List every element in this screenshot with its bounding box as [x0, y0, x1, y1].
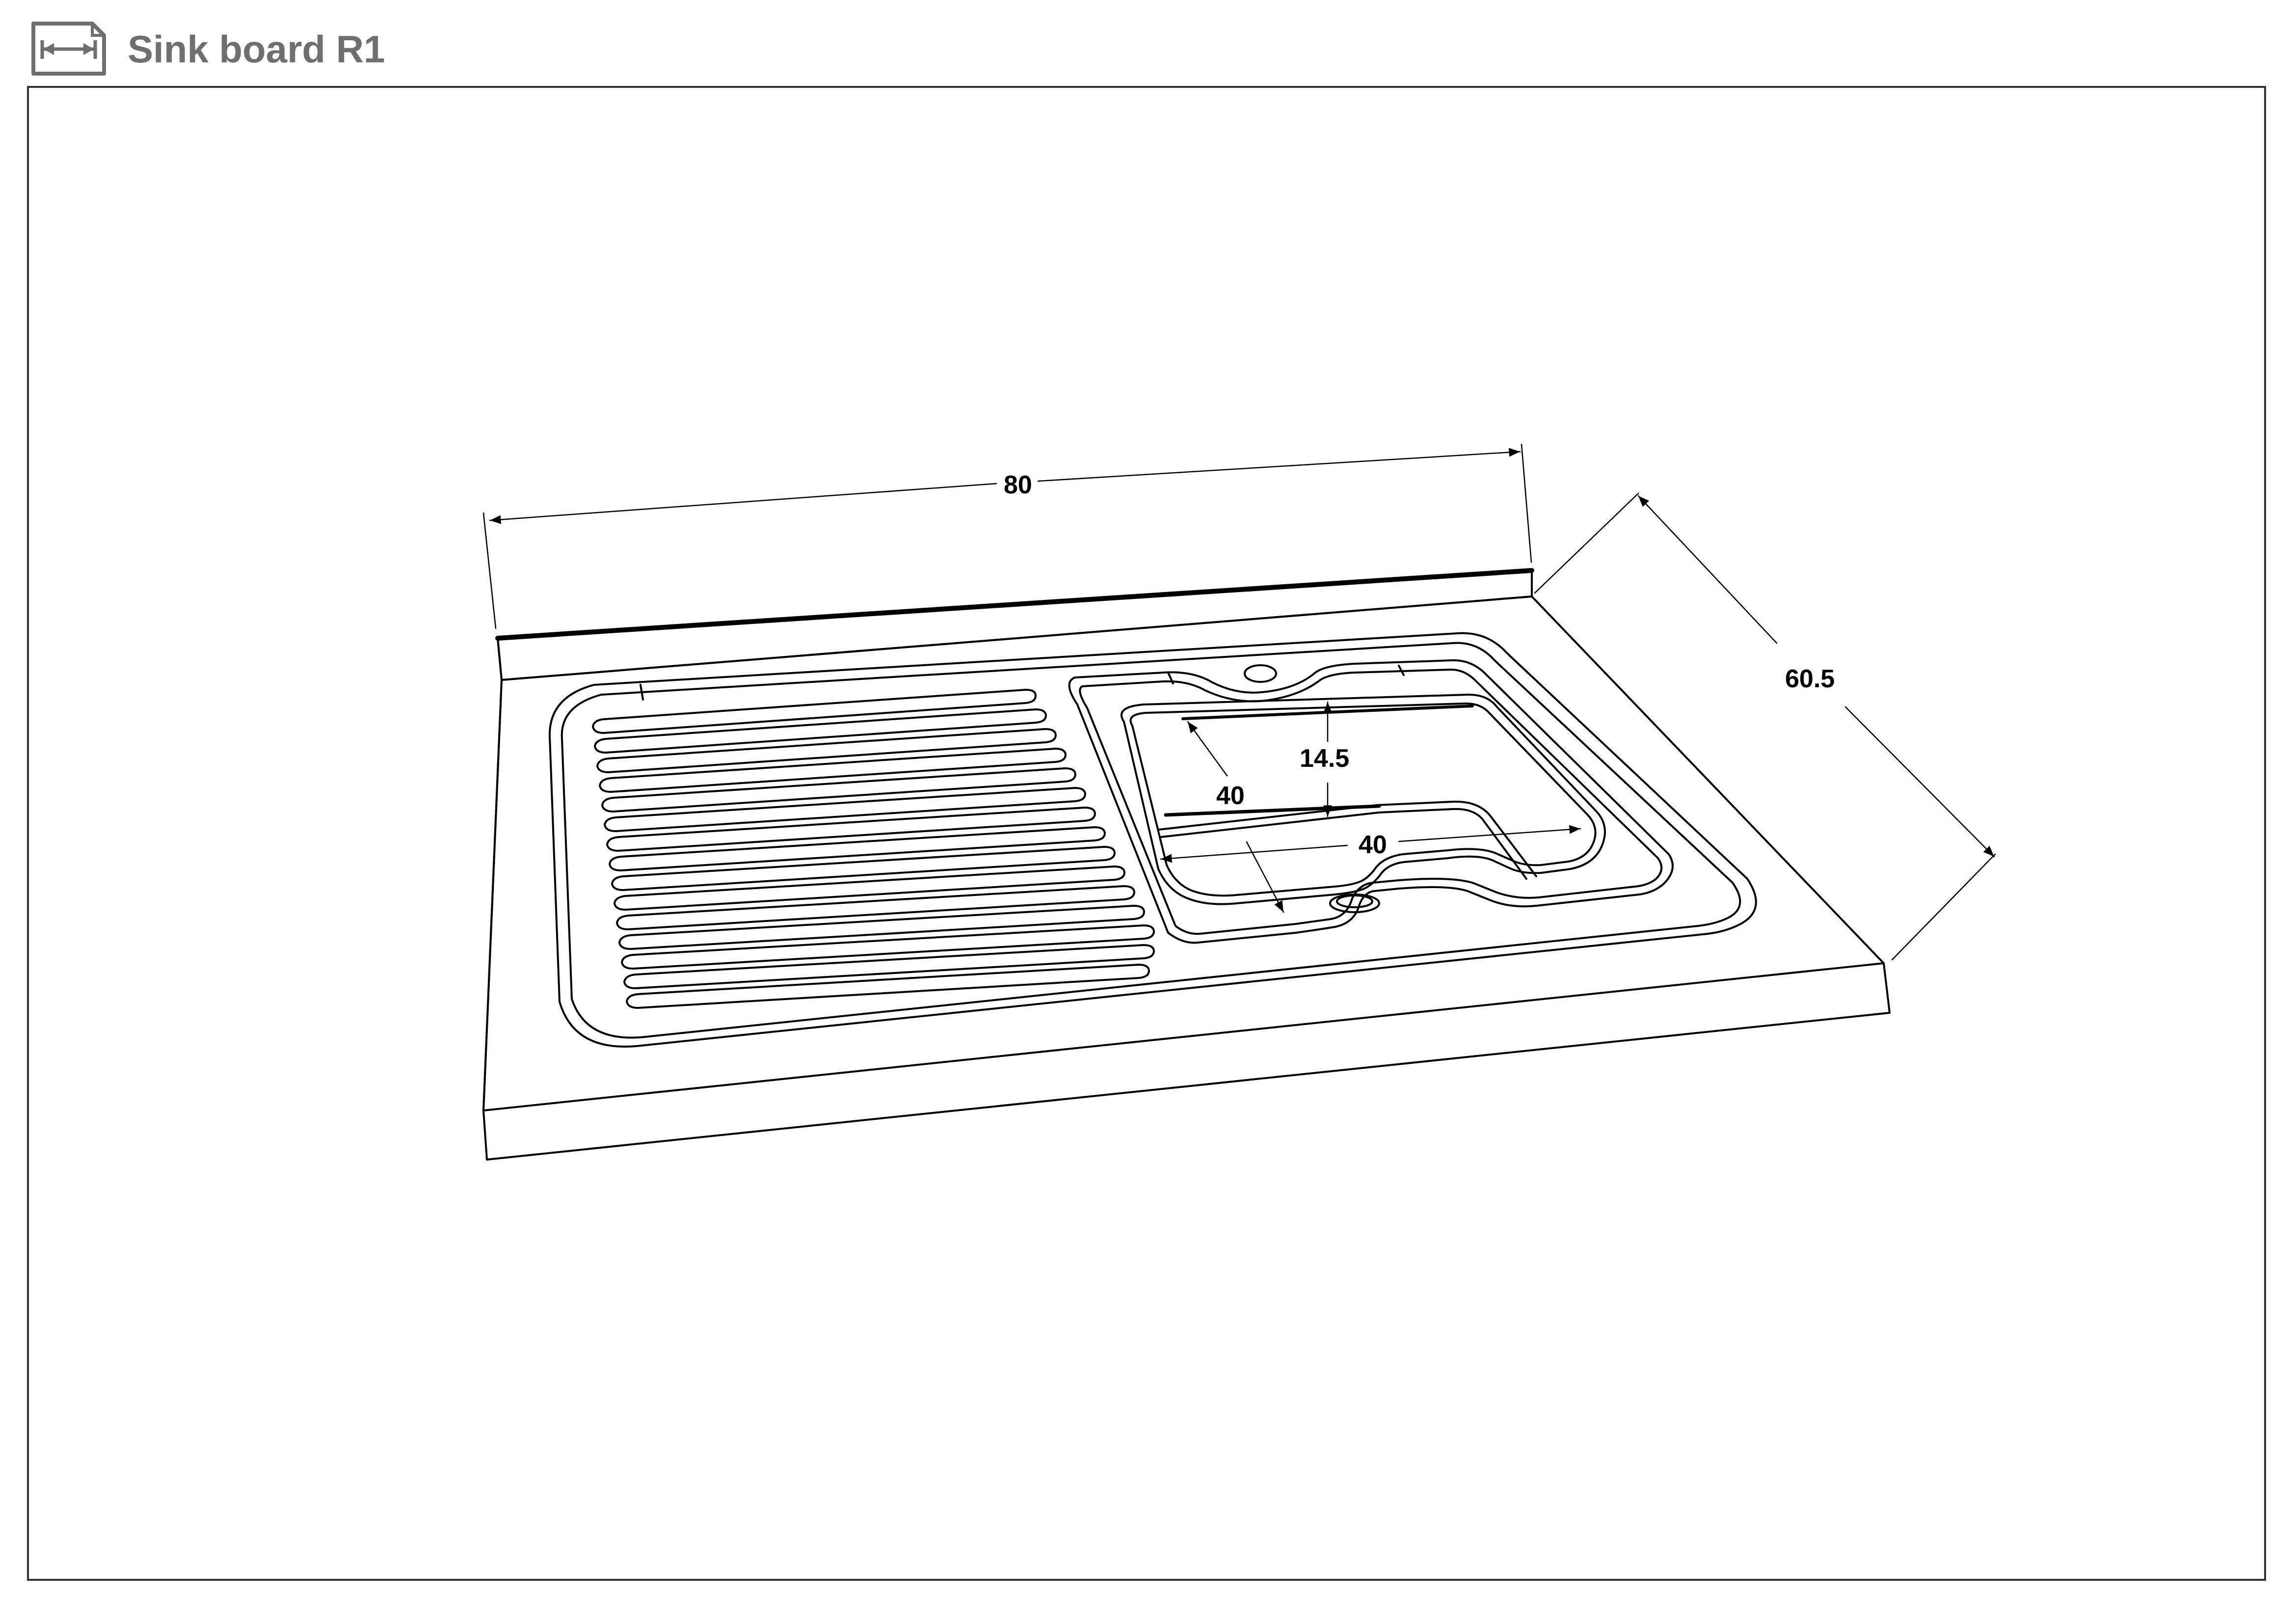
- drawing-frame: [27, 86, 2266, 1581]
- dimension-width-label: 80: [1004, 471, 1032, 499]
- dimension-lines: [482, 443, 1996, 961]
- drawing-header: Sink board R1: [29, 20, 385, 79]
- dimension-depth-label: 60.5: [1785, 665, 1835, 693]
- recess-outline: [548, 632, 1757, 1048]
- dimension-icon: [29, 19, 108, 80]
- dimension-bowl-length-label: 40: [1216, 782, 1245, 810]
- dimension-bowl-width-label: 40: [1359, 831, 1387, 859]
- backsplash: [495, 568, 1534, 681]
- drawing-title: Sink board R1: [128, 27, 385, 71]
- tap-hole: [1244, 664, 1277, 683]
- drain-ribs: [592, 684, 1155, 1009]
- dimension-bowl-depth-label: 14.5: [1300, 744, 1349, 773]
- sink-bowl: [1121, 693, 1606, 913]
- board-body: [482, 595, 1891, 1161]
